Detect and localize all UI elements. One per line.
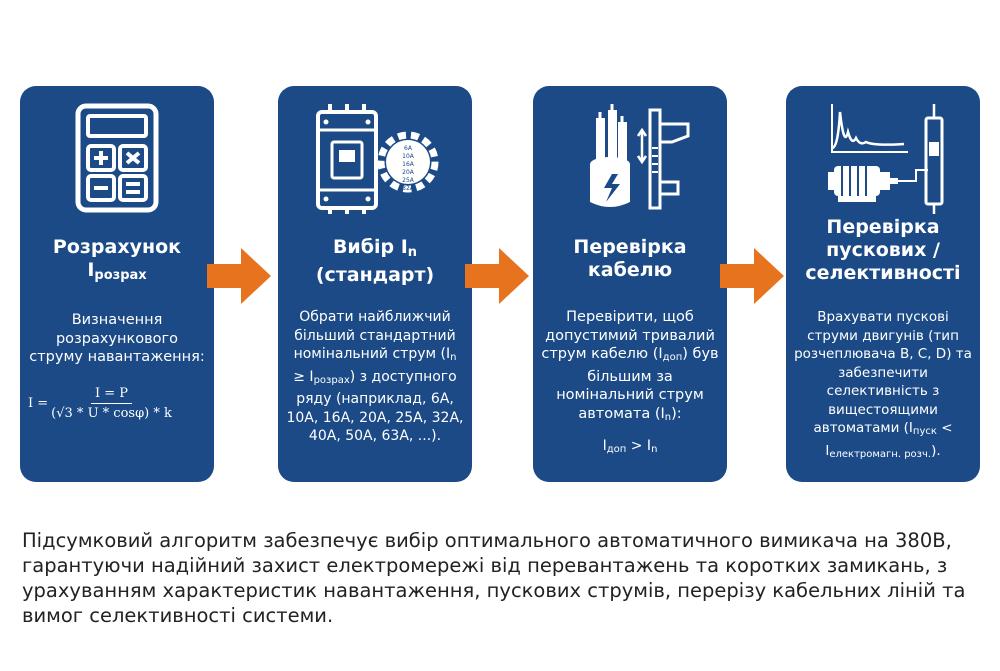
formula-lhs: I = <box>28 396 49 411</box>
motor-startup-curve-icon <box>828 104 944 214</box>
step-title: Вибір In (стандарт) <box>315 236 435 286</box>
cable-caliper-icon <box>590 104 690 210</box>
step-card-startup-selectivity: Перевірка пускових / селективності Враху… <box>786 86 980 482</box>
gear-label: 16A <box>402 161 415 168</box>
arrow-right-icon <box>720 248 784 304</box>
current-formula: I = I = P (√3 * U * cosφ) * k <box>28 386 210 421</box>
step-description: Обрати найближчий більший стандартний но… <box>286 309 464 444</box>
arrow-right-icon <box>207 248 271 304</box>
step-description: Врахувати пускові струми двигунів (тип р… <box>794 309 972 460</box>
step-title: Перевірка пускових / селективності <box>805 216 961 284</box>
gear-label: 25A <box>402 177 415 184</box>
formula-numerator: I = P <box>91 386 133 404</box>
step-card-cable-check: Перевірка кабелю Перевірити, щоб допусти… <box>533 86 727 482</box>
gear-label: 20A <box>402 169 415 176</box>
formula-denominator: (√3 * U * cosφ) * k <box>51 406 172 421</box>
gear-label: 10A <box>402 153 415 160</box>
step-description: Визначення розрахункового струму наванта… <box>29 312 205 365</box>
arrow-right-icon <box>465 248 529 304</box>
calculator-icon <box>75 103 159 213</box>
cable-check-condition: Iдоп > In <box>602 438 658 455</box>
gear-label: 32A <box>402 185 415 192</box>
step-title: Розрахунок Iрозрах <box>52 236 182 283</box>
summary-paragraph: Підсумковий алгоритм забезпечує вибір оп… <box>22 529 966 627</box>
step-title: Перевірка кабелю <box>573 236 687 281</box>
step-card-calculation: Розрахунок Iрозрах Визначення розрахунко… <box>20 86 214 482</box>
circuit-breaker-gear-icon: 6A 10A 16A 20A 25A 32A <box>316 104 439 214</box>
step-description: Перевірити, щоб допустимий тривалий стру… <box>541 309 719 423</box>
gear-label: 6A <box>404 145 413 152</box>
step-card-standard-selection: 6A 10A 16A 20A 25A 32A Вибір In (стандар… <box>278 86 472 482</box>
